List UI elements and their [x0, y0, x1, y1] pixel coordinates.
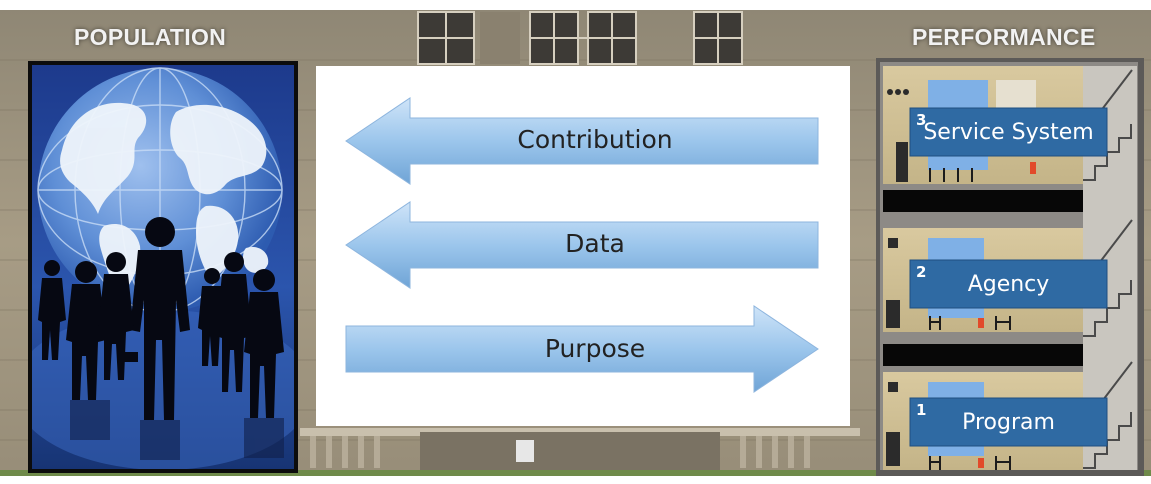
data-arrow — [345, 201, 819, 289]
population-panel — [28, 61, 298, 473]
data-label: Data — [565, 229, 625, 258]
agency-box — [909, 259, 1108, 309]
level-label: Agency — [967, 271, 1050, 297]
program-level: 1 Program — [910, 398, 1107, 446]
purpose-label: Purpose — [544, 334, 646, 363]
flow-panel — [316, 66, 850, 426]
agency-level: 2 Agency — [910, 260, 1107, 308]
globe-icon — [37, 67, 283, 313]
performance-panel — [876, 58, 1144, 476]
service-system-box — [909, 107, 1108, 157]
people-silhouettes — [38, 217, 284, 420]
level-label: Service System — [923, 119, 1094, 145]
level-number: 3 — [916, 111, 927, 129]
level-number: 2 — [916, 263, 927, 281]
level-label: Program — [962, 409, 1055, 435]
purpose-arrow — [345, 305, 819, 393]
contribution-arrow — [345, 97, 819, 185]
contribution-label: Contribution — [517, 125, 673, 154]
program-box — [909, 397, 1108, 447]
level-number: 1 — [916, 401, 927, 419]
population-heading: POPULATION — [74, 24, 227, 50]
service-system-level: 3 Service System — [910, 108, 1107, 156]
performance-heading: PERFORMANCE — [912, 24, 1096, 50]
